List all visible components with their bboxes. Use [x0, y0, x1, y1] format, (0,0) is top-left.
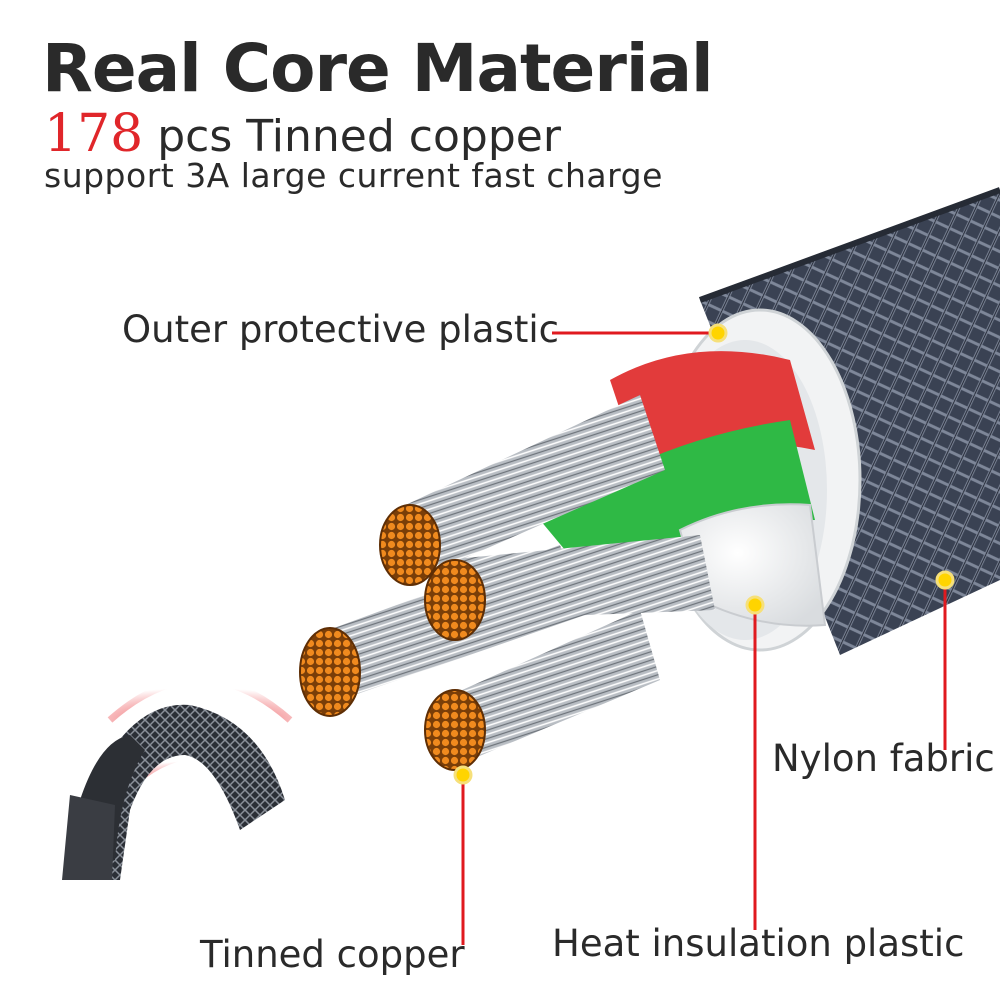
copper-end-2	[424, 559, 486, 641]
copper-end-4	[424, 689, 486, 771]
marker-dots	[453, 323, 955, 785]
marker-nylon	[935, 570, 955, 590]
subtitle-fast-charge: support 3A large current fast charge	[44, 156, 663, 195]
bend-inset	[62, 676, 293, 880]
marker-tinned	[453, 765, 473, 785]
marker-outer	[708, 323, 728, 343]
label-heat-insulation-plastic: Heat insulation plastic	[552, 922, 965, 965]
page-title: Real Core Material	[42, 30, 714, 107]
strand-bundle-4	[440, 610, 660, 760]
label-tinned-copper: Tinned copper	[200, 933, 465, 976]
green-wire	[540, 420, 815, 580]
subtitle-copper-text: pcs Tinned copper	[143, 111, 561, 162]
label-outer-protective-plastic: Outer protective plastic	[122, 308, 560, 351]
strand-count: 178	[44, 104, 144, 164]
copper-end-3	[299, 627, 361, 717]
label-nylon-fabric: Nylon fabric	[772, 737, 995, 780]
copper-end-1	[379, 504, 441, 586]
marker-heat	[745, 595, 765, 615]
subtitle-copper-count: 178 pcs Tinned copper	[44, 104, 561, 164]
strand-bundle-1	[395, 395, 665, 580]
white-wire	[678, 503, 827, 627]
